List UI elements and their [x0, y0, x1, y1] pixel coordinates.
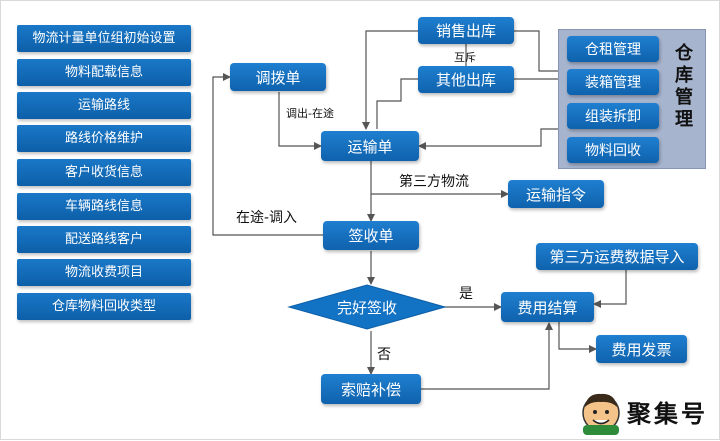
intact-decision[interactable]: 完好签收 — [336, 298, 397, 317]
import-node[interactable]: 第三方运费数据导入 — [536, 243, 698, 270]
mascot-icon — [582, 393, 620, 435]
warehouse-rent-button[interactable]: 仓租管理 — [567, 36, 659, 62]
sidebar-item-recycle-type[interactable]: 仓库物料回收类型 — [17, 293, 191, 320]
edge-sales-to-warehouse — [514, 30, 568, 75]
logo-text: 聚集号 — [627, 399, 708, 428]
third-party-label: 第三方物流 — [399, 174, 469, 190]
warehouse-packing-button[interactable]: 装箱管理 — [567, 69, 659, 95]
edge-other-to-transport — [376, 78, 418, 129]
sidebar-item-route[interactable]: 运输路线 — [17, 92, 191, 119]
instruction-node[interactable]: 运输指令 — [508, 180, 604, 208]
claim-node[interactable]: 索赔补偿 — [321, 374, 421, 404]
sidebar-item-loading-info[interactable]: 物料配载信息 — [17, 59, 191, 86]
sidebar-item-vehicle-route[interactable]: 车辆路线信息 — [17, 193, 191, 220]
settlement-node[interactable]: 费用结算 — [501, 292, 594, 322]
edge-import-to-settlement — [593, 270, 627, 308]
transfer-node[interactable]: 调拨单 — [230, 63, 326, 91]
warehouse-title: 仓库管理 — [675, 43, 693, 130]
transit-in-label: 在途-调入 — [236, 210, 298, 226]
edge-sales-to-transport — [362, 30, 418, 130]
sidebar-item-charge-items[interactable]: 物流收费项目 — [17, 259, 191, 286]
edge-receipt-to-transfer — [212, 73, 323, 236]
sidebar-item-route-price[interactable]: 路线价格维护 — [17, 125, 191, 152]
no-label: 否 — [377, 347, 391, 363]
out-transit-label: 调出-在途 — [286, 107, 334, 120]
edge-claim-to-settlement — [421, 322, 553, 390]
sales-out-node[interactable]: 销售出库 — [418, 17, 514, 44]
yes-label: 是 — [459, 286, 473, 302]
sidebar-item-delivery-customer[interactable]: 配送路线客户 — [17, 226, 191, 253]
edge-transfer-to-transport — [278, 92, 322, 150]
invoice-node[interactable]: 费用发票 — [596, 335, 687, 363]
intact-diamond-shape — [287, 284, 447, 330]
edge-warehouse-to-transport — [418, 128, 558, 150]
edge-settlement-to-invoice — [558, 321, 597, 353]
sidebar-item-customer-receipt[interactable]: 客户收货信息 — [17, 159, 191, 186]
receipt-node[interactable]: 签收单 — [323, 221, 419, 250]
mutual-label: 互斥 — [454, 51, 476, 64]
sidebar-item-unit-setup[interactable]: 物流计量单位组初始设置 — [17, 25, 191, 52]
transport-node[interactable]: 运输单 — [321, 131, 419, 161]
other-out-node[interactable]: 其他出库 — [418, 66, 514, 93]
warehouse-recycle-button[interactable]: 物料回收 — [567, 137, 659, 163]
warehouse-assembly-button[interactable]: 组装拆卸 — [567, 103, 659, 129]
